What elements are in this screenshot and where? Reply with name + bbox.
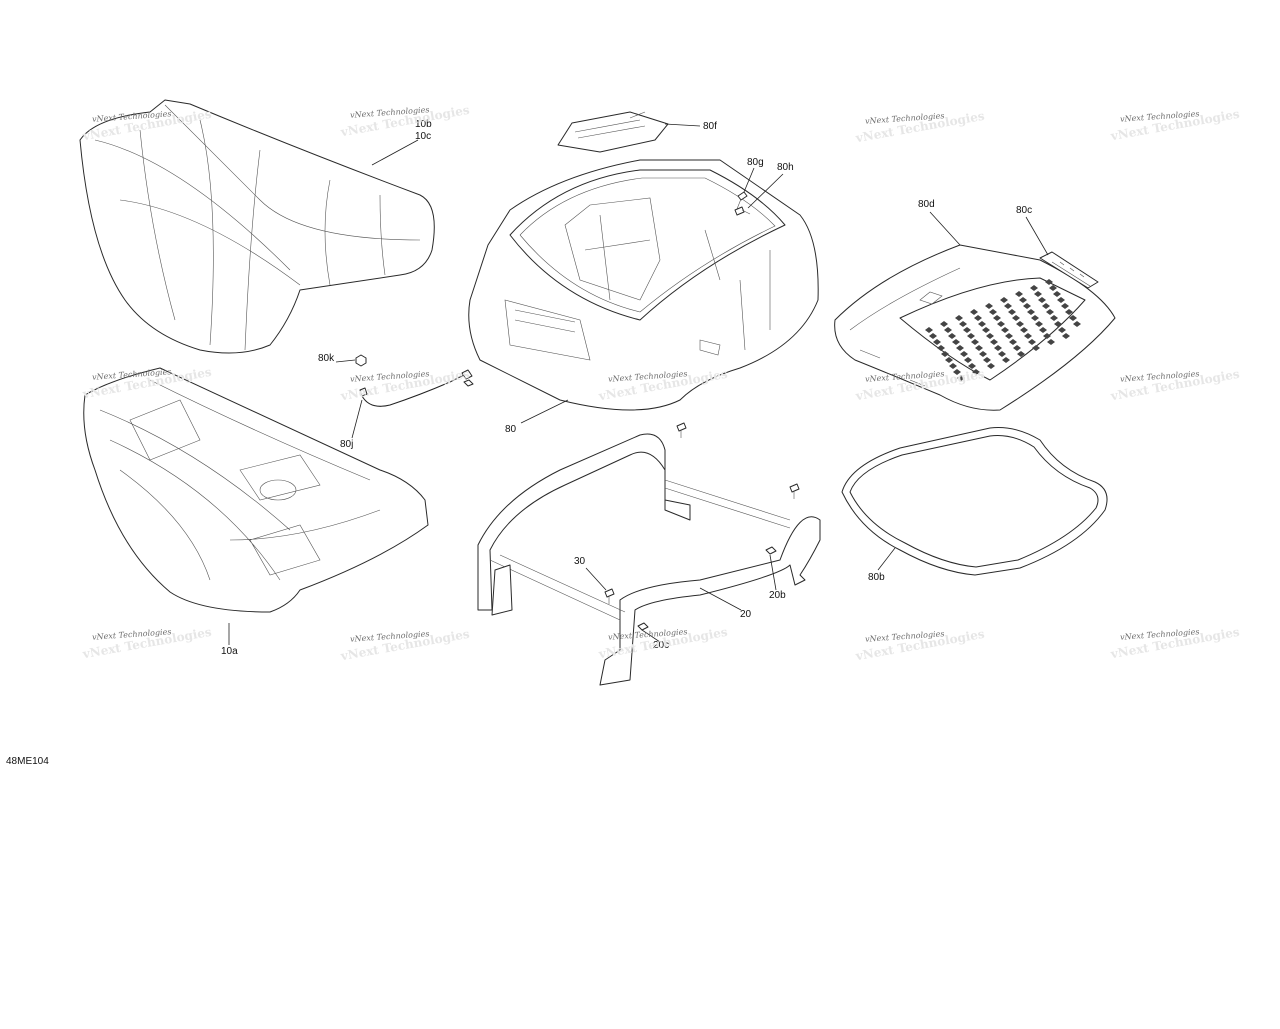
label-10a: 10a [221,646,238,657]
label-80c: 80c [1016,205,1033,216]
label-80f: 80f [703,121,717,132]
label-10b: 10b [415,119,432,130]
label-30: 30 [574,556,586,567]
label-80: 80 [505,424,517,435]
lid-handle [1039,251,1099,289]
label-80j: 80j [340,439,354,450]
box-lid [834,244,1116,411]
lid-gasket [841,427,1108,576]
lid-latch [557,111,669,153]
frame-bolt-top [676,422,687,438]
screw-80g [736,191,748,210]
label-80k: 80k [318,353,335,364]
seat-cushion [79,99,435,354]
frame-bolt-30 [604,588,615,604]
lid-grid-pattern [925,279,1081,381]
label-10c: 10c [415,131,432,142]
frame-bolt-right [789,483,800,499]
label-20c: 20c [653,640,670,651]
diagram-code: 48ME104 [6,756,49,767]
leader-lines [228,123,1049,645]
label-20: 20 [740,609,752,620]
label-80d: 80d [918,199,935,210]
cable-nut [355,354,367,367]
frame-nut-20c [637,622,649,631]
label-80h: 80h [777,162,794,173]
label-80g: 80g [747,157,764,168]
storage-box [468,159,819,411]
cable-clip [463,379,474,387]
label-20b: 20b [769,590,786,601]
release-cable [359,369,473,407]
frame-nut-20b [765,546,777,555]
seat-base [83,367,429,613]
screw-80h [734,206,751,216]
label-80b: 80b [868,572,885,583]
mount-frame [477,433,821,686]
